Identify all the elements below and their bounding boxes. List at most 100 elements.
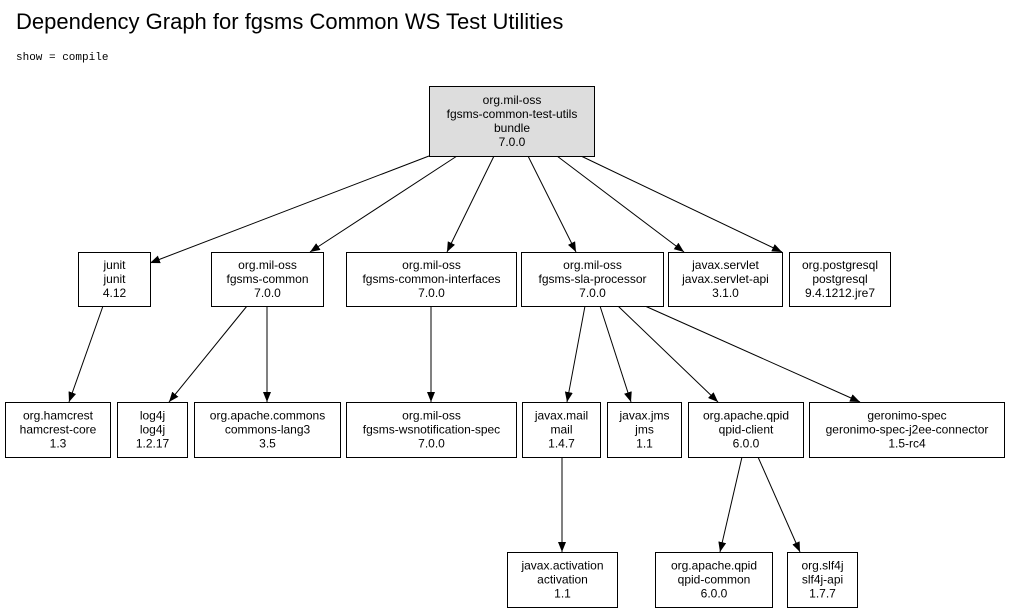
edge-fgsms-common-to-log4j — [168, 305, 248, 403]
node-label-line: org.mil-oss — [563, 258, 622, 272]
node-root[interactable]: org.mil-ossfgsms-common-test-utilsbundle… — [429, 86, 595, 157]
edge-root-to-junit — [149, 155, 430, 264]
node-label-line: fgsms-wsnotification-spec — [363, 423, 500, 437]
node-label-line: 7.0.0 — [499, 135, 526, 149]
node-label-line: 1.5-rc4 — [888, 437, 926, 451]
node-box — [688, 402, 804, 458]
node-label-line: bundle — [494, 121, 530, 135]
node-box — [522, 402, 601, 458]
edge-arrow — [644, 305, 861, 403]
node-box — [5, 402, 111, 458]
edge-root-to-postgresql — [580, 155, 783, 253]
node-label-line: org.mil-oss — [402, 409, 461, 423]
edge-root-to-fgsms-common-interfaces — [446, 155, 495, 253]
node-label-line: jms — [634, 423, 654, 437]
node-label-line: 7.0.0 — [254, 286, 281, 300]
node-box — [809, 402, 1005, 458]
node-label-line: 1.3 — [50, 437, 67, 451]
edge-arrow — [446, 155, 495, 253]
node-box — [521, 252, 664, 307]
node-box — [346, 252, 517, 307]
node-label-line: 1.1 — [554, 587, 571, 601]
node-geronimo[interactable]: geronimo-specgeronimo-spec-j2ee-connecto… — [809, 402, 1005, 458]
node-label-line: javax.jms — [618, 409, 669, 423]
edge-root-to-fgsms-sla-processor — [527, 155, 577, 253]
node-label-line: 9.4.1212.jre7 — [805, 286, 875, 300]
node-label-line: org.mil-oss — [483, 93, 542, 107]
node-label-line: qpid-common — [678, 573, 751, 587]
node-label-line: mail — [550, 423, 572, 437]
edge-arrow — [564, 305, 586, 403]
edge-root-to-servlet-api — [556, 155, 685, 253]
node-label-line: hamcrest-core — [20, 423, 97, 437]
node-label-line: javax.servlet — [691, 258, 759, 272]
edge-arrow — [599, 305, 632, 403]
node-label-line: junit — [102, 272, 126, 286]
node-label-line: javax.activation — [520, 559, 603, 573]
node-wsnotification-spec[interactable]: org.mil-ossfgsms-wsnotification-spec7.0.… — [346, 402, 517, 458]
node-box — [117, 402, 188, 458]
node-label-line: commons-lang3 — [225, 423, 311, 437]
node-label-line: fgsms-sla-processor — [538, 272, 646, 286]
node-box — [78, 252, 151, 307]
node-label-line: org.apache.qpid — [703, 409, 789, 423]
edge-arrow — [757, 456, 801, 553]
node-box — [668, 252, 783, 307]
node-label-line: 1.7.7 — [809, 587, 836, 601]
node-label-line: log4j — [140, 423, 165, 437]
scope-filter-label: show = compile — [16, 52, 109, 64]
edge-arrow — [149, 155, 430, 264]
node-label-line: 4.12 — [103, 286, 127, 300]
node-label-line: fgsms-common-interfaces — [362, 272, 500, 286]
node-box — [655, 552, 773, 608]
edge-arrow — [556, 155, 685, 253]
node-label-line: 6.0.0 — [733, 437, 760, 451]
nodes-layer: org.mil-ossfgsms-common-test-utilsbundle… — [5, 86, 1005, 608]
node-box — [429, 86, 595, 157]
node-label-line: 7.0.0 — [418, 437, 445, 451]
edge-arrow — [527, 155, 577, 253]
node-label-line: activation — [537, 573, 588, 587]
node-label-line: qpid-client — [719, 423, 774, 437]
node-label-line: geronimo-spec-j2ee-connector — [826, 423, 989, 437]
node-label-line: 3.1.0 — [712, 286, 739, 300]
node-label-line: fgsms-common — [226, 272, 308, 286]
edge-arrow — [580, 155, 783, 253]
edge-arrow — [718, 456, 743, 553]
node-label-line: 1.2.17 — [136, 437, 170, 451]
node-box — [346, 402, 517, 458]
edge-arrow — [309, 155, 458, 253]
edge-qpid-client-to-qpid-common — [718, 456, 743, 553]
node-label-line: 3.5 — [259, 437, 276, 451]
node-label-line: postgresql — [812, 272, 867, 286]
node-box — [607, 402, 682, 458]
node-label-line: javax.servlet-api — [681, 272, 769, 286]
edge-junit-to-hamcrest-core — [68, 305, 104, 403]
node-label-line: org.postgresql — [802, 258, 878, 272]
edge-arrow — [68, 305, 104, 403]
edge-root-to-fgsms-common — [309, 155, 458, 253]
node-label-line: org.mil-oss — [402, 258, 461, 272]
node-label-line: org.mil-oss — [238, 258, 297, 272]
edge-arrow — [168, 305, 248, 403]
node-box — [789, 252, 891, 307]
node-label-line: slf4j-api — [802, 573, 843, 587]
node-label-line: org.apache.qpid — [671, 559, 757, 573]
edge-fgsms-sla-processor-to-mail — [564, 305, 586, 403]
